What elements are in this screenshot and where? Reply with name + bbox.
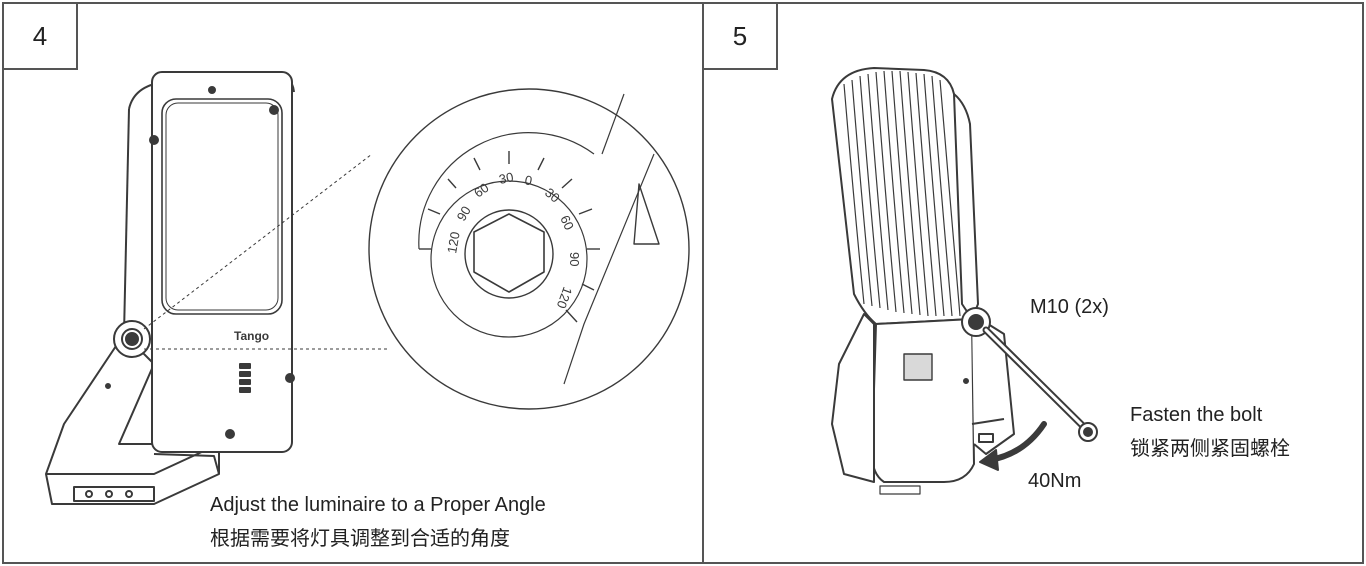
- bolt-size-label: M10 (2x): [1030, 296, 1109, 318]
- step-4-panel: 4: [2, 2, 704, 564]
- fasten-instruction-zh: 锁紧两侧紧固螺栓: [1130, 436, 1290, 460]
- luminaire-fasten-illustration: [831, 67, 1098, 495]
- brand-logo-text: Tango: [234, 329, 269, 343]
- step-number-5: 5: [704, 4, 778, 70]
- dial-tick-label: 90: [454, 203, 474, 223]
- torque-value: 40Nm: [1028, 470, 1082, 492]
- dial-tick-label: 120: [444, 231, 463, 255]
- step-number-4: 4: [4, 4, 78, 70]
- dial-tick-label: 30: [498, 169, 515, 187]
- step-5-panel: 5: [704, 2, 1364, 564]
- fasten-instruction-en: Fasten the bolt: [1130, 404, 1263, 426]
- caption-zh: 根据需要将灯具调整到合适的角度: [210, 526, 510, 550]
- dial-tick-label: 0: [523, 172, 533, 188]
- dial-tick-label: 60: [471, 180, 491, 201]
- luminaire-angle-illustration: 120 90 60 30 0 30 60 90 120 Tango: [45, 71, 690, 505]
- caption-en: Adjust the luminaire to a Proper Angle: [210, 494, 546, 516]
- dial-tick-label: 120: [554, 285, 576, 311]
- dial-tick-label: 60: [557, 213, 577, 232]
- dial-tick-label: 90: [567, 252, 582, 266]
